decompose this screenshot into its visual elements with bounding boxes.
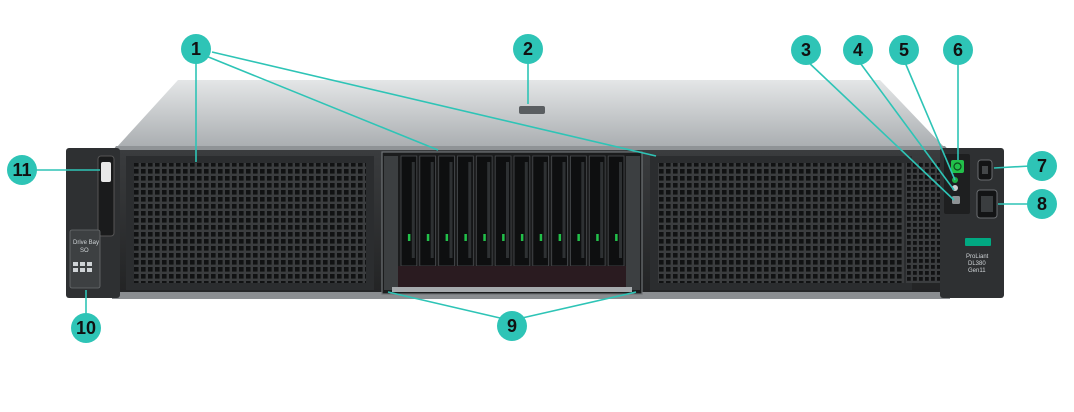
callout-7: 7 [1027, 151, 1057, 181]
leader-9b [521, 291, 637, 319]
model-line2: DL380 [968, 261, 986, 267]
drive-activity-led-icon [558, 234, 562, 241]
drive-bay-handle [562, 162, 566, 258]
callout-3: 3 [791, 35, 821, 65]
leader-7 [993, 165, 1031, 169]
callout-2: 2 [513, 34, 543, 64]
drive-bay-handle [468, 162, 472, 258]
callout-1: 1 [181, 34, 211, 64]
callout-11-label: 11 [12, 160, 31, 180]
model-line3: Gen11 [968, 268, 986, 274]
callout-leader-lines [32, 51, 1031, 319]
drive-bay-handle [506, 162, 509, 258]
callout-11: 11 [7, 155, 37, 185]
model-line1: ProLiant [966, 254, 989, 260]
drive-activity-led-icon [596, 234, 599, 241]
cover-latch [519, 106, 545, 114]
callout-8-label: 8 [1037, 194, 1047, 214]
power-button-icon[interactable] [951, 160, 964, 173]
drive-activity-led-icon [445, 234, 449, 241]
callout-6-label: 6 [953, 40, 963, 60]
callout-6: 6 [943, 35, 973, 65]
drive-bay-handle [430, 162, 434, 258]
leader-3 [805, 59, 955, 201]
drive-bay-handle [581, 162, 585, 258]
drive-activity-led-icon [577, 234, 580, 241]
drive-bay-handle [411, 162, 415, 258]
callout-9-label: 9 [507, 316, 517, 336]
callout-9: 9 [497, 311, 527, 341]
leader-5 [903, 59, 956, 181]
callout-8: 8 [1027, 189, 1057, 219]
callout-4-label: 4 [853, 40, 863, 60]
callout-5-label: 5 [899, 40, 909, 60]
callout-3-label: 3 [801, 40, 811, 60]
drive-bay-handle [449, 162, 453, 258]
leader-4 [857, 59, 955, 191]
drive-activity-led-icon [483, 234, 486, 241]
drive-bay-handle [543, 162, 547, 258]
left-ear-latch-label [101, 162, 111, 182]
right-side-grille [906, 163, 940, 283]
left-ear-tag [69, 229, 101, 289]
callout-10: 10 [71, 313, 101, 343]
drive-activity-led-icon [426, 234, 430, 241]
drive-cage-bottom-rail [392, 287, 632, 292]
leader-9a [387, 291, 501, 319]
drive-bay-handle [524, 162, 528, 258]
left-tag-line2: SO [80, 248, 89, 254]
drive-bay-handle [619, 162, 622, 258]
callout-4: 4 [843, 35, 873, 65]
drive-activity-led-icon [407, 234, 411, 241]
hpe-logo-icon [965, 238, 991, 246]
left-tag-bay-map [73, 262, 92, 272]
drive-activity-led-icon [615, 234, 618, 241]
drive-activity-led-icon [539, 234, 543, 241]
drive-bay-handle [600, 162, 604, 258]
callout-5: 5 [889, 35, 919, 65]
display-port-slot [981, 196, 993, 212]
callout-10-label: 10 [76, 318, 96, 338]
leader-1c [211, 51, 657, 157]
drive-activity-led-icon [520, 234, 524, 241]
drive-cage-right-rail [626, 156, 640, 290]
drive-activity-led-icon [464, 234, 467, 241]
callout-2-label: 2 [523, 39, 533, 59]
left-tag-line1: Drive Bay [73, 240, 99, 246]
callout-1-label: 1 [191, 39, 201, 59]
drive-bay-handle [487, 162, 491, 258]
right-intake-grille [658, 163, 904, 283]
chassis-bottom-rail [112, 292, 950, 299]
leader-1b [205, 55, 439, 151]
drive-activity-led-icon [502, 234, 505, 241]
left-intake-grille [134, 163, 366, 283]
callout-7-label: 7 [1037, 156, 1047, 176]
drive-cage-left-rail [384, 156, 398, 290]
drive-cage-bottom-strip [398, 266, 626, 288]
nic-led-icon [952, 196, 960, 204]
usb-port-slot [982, 166, 988, 174]
